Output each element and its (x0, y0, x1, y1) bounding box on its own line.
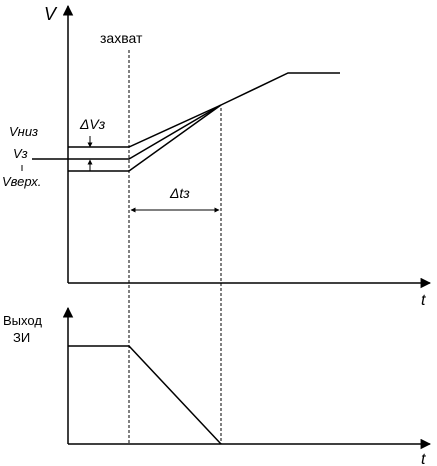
v-low-label: Vниз (9, 124, 38, 139)
curve-v-z (32, 104, 222, 160)
t-axis-bottom-label: t (421, 451, 426, 466)
ramp-plateau (220, 72, 340, 106)
output-label-line1: Выход (3, 313, 42, 328)
capture-label: захват (100, 30, 143, 46)
upper-graph: V t захват ΔVз Vниз Vз Vверх. Δtз (2, 4, 432, 444)
v-up-label: Vверх. (2, 174, 41, 189)
v-axis-label: V (44, 4, 58, 24)
delta-vz-label: ΔVз (79, 116, 106, 132)
lower-graph: Выход ЗИ t (3, 306, 432, 466)
output-curve (68, 345, 222, 445)
output-label-line2: ЗИ (13, 330, 30, 345)
t-axis-top-label: t (421, 292, 426, 309)
v-z-label: Vз (13, 146, 28, 161)
delta-tz-label: Δtз (169, 185, 190, 201)
curve-v-up (68, 104, 222, 172)
